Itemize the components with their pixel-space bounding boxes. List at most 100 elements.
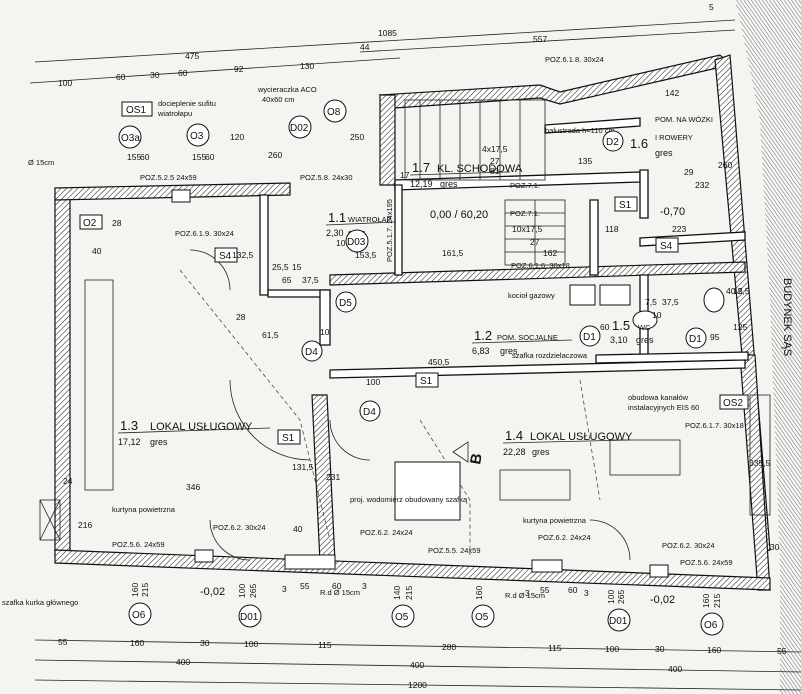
dim-557: 557 <box>533 34 547 44</box>
svg-text:161,5: 161,5 <box>442 248 464 258</box>
svg-text:280: 280 <box>442 642 456 652</box>
svg-text:S1: S1 <box>282 433 295 444</box>
svg-text:216: 216 <box>78 520 92 530</box>
svg-text:15: 15 <box>292 262 302 272</box>
svg-text:160: 160 <box>707 645 721 655</box>
room-1-3-label: 1.3 LOKAL USŁUGOWY 17,12 gres <box>117 418 271 447</box>
svg-text:60: 60 <box>140 152 150 162</box>
svg-text:O5: O5 <box>395 612 409 623</box>
room-finish: gres <box>532 447 550 457</box>
svg-text:O6: O6 <box>132 610 146 621</box>
label-obudowa-2: instalacyjnych EIS 60 <box>628 403 699 412</box>
svg-text:132,5: 132,5 <box>232 250 254 260</box>
element-tags: O3a O3 D02 O8 D03 D2 D5 D4 D4 D1 D1 S1 S… <box>79 99 724 636</box>
svg-text:215: 215 <box>404 586 414 600</box>
tag-d4a: D4 <box>301 340 323 362</box>
tag-d5: D5 <box>335 291 357 313</box>
annotations: OS1 docieplenie sufitu wiatrołapu wycier… <box>2 55 749 607</box>
svg-text:D1: D1 <box>689 334 702 345</box>
svg-text:O2: O2 <box>83 218 97 229</box>
svg-text:D01: D01 <box>240 612 259 623</box>
svg-text:D03: D03 <box>347 237 366 248</box>
neighbour-building: BUDYNEK SĄS <box>735 0 801 694</box>
poz-62b: POZ.6.2. 24x24 <box>360 528 413 537</box>
dim-top-3: 60 <box>178 68 188 78</box>
poz-7-1b: POZ.7.1. <box>510 209 540 218</box>
svg-text:24: 24 <box>63 476 73 486</box>
room-name-2: I ROWERY <box>655 133 693 142</box>
tag-s4a: S4 <box>214 247 238 263</box>
svg-text:D02: D02 <box>290 123 309 134</box>
tag-s1b: S1 <box>277 429 301 445</box>
svg-text:10: 10 <box>336 238 346 248</box>
label-rd-2: R.d Ø 15cm <box>505 591 545 600</box>
interior-dimensions: 142 260 120 250 155 60 155 60 28 40 132,… <box>63 88 780 598</box>
poz-619: POZ.6.1.9. 30x24 <box>175 229 234 238</box>
label-kociol: kocioł gazowy <box>508 291 555 300</box>
label-szafka-kurka: szafka kurka głównego <box>2 598 78 607</box>
tag-os2: OS2 <box>723 398 743 409</box>
poz-516: POZ.6.1.6. 30x18 <box>511 261 570 270</box>
tag-d1b: D1 <box>685 327 707 349</box>
poz-56a: POZ.5.6. 24x59 <box>112 540 165 549</box>
room-finish: gres <box>636 335 654 345</box>
svg-text:37,5: 37,5 <box>302 275 319 285</box>
svg-text:100: 100 <box>605 644 619 654</box>
label-rd-left: Ø 15cm <box>28 158 54 167</box>
room-name-1: POM. NA WÓZKI <box>655 115 713 124</box>
svg-text:S1: S1 <box>619 200 632 211</box>
poz-617: POZ.6.1.7. 30x18 <box>685 421 744 430</box>
svg-text:40,5: 40,5 <box>726 286 743 296</box>
svg-text:100: 100 <box>244 639 258 649</box>
svg-text:27: 27 <box>490 156 500 166</box>
room-1-6-label: 1.6 POM. NA WÓZKI I ROWERY gres <box>630 115 713 158</box>
svg-text:450,5: 450,5 <box>428 357 450 367</box>
room-name: LOKAL USŁUGOWY <box>150 421 253 433</box>
drawing-details <box>39 189 771 578</box>
room-1-7-label: 1.7 KL. SCHODOWA 12,19 gres <box>409 160 523 189</box>
room-finish: gres <box>655 148 673 158</box>
tag-s1a: S1 <box>415 372 439 388</box>
tag-o3: O3 <box>186 123 210 147</box>
svg-text:400: 400 <box>410 660 424 670</box>
svg-text:30: 30 <box>655 644 665 654</box>
dim-top-4: 92 <box>234 64 244 74</box>
room-area: 17,12 <box>118 437 141 447</box>
svg-text:D1: D1 <box>583 332 596 343</box>
poz-571: POZ.7.1. <box>510 181 540 190</box>
label-ocieplenie: docieplenie sufitu <box>158 99 216 108</box>
poz-62c: POZ.6.2. 24x24 <box>538 533 591 542</box>
svg-text:265: 265 <box>616 590 626 604</box>
svg-text:120: 120 <box>230 132 244 142</box>
label-kurtyna-2: kurtyna powietrzna <box>523 516 587 525</box>
svg-text:135: 135 <box>578 156 592 166</box>
svg-text:160: 160 <box>130 638 144 648</box>
svg-text:260: 260 <box>268 150 282 160</box>
room-area: 3,10 <box>610 335 628 345</box>
window-dimensions: 215 160 100 265 140 215 160 265 100 215 … <box>130 583 722 608</box>
svg-text:100: 100 <box>366 377 380 387</box>
level-right-upper: -0,70 <box>660 206 685 218</box>
room-number: 1.7 <box>412 160 430 175</box>
room-number: 1.2 <box>474 328 492 343</box>
level-stairs: 0,00 / 60,20 <box>430 209 488 221</box>
svg-text:81: 81 <box>490 166 500 176</box>
dim-top-2: 30 <box>150 70 160 80</box>
tag-s4b: S4 <box>655 237 679 253</box>
svg-text:55: 55 <box>300 581 310 591</box>
svg-text:160: 160 <box>474 586 484 600</box>
interior-partitions <box>259 117 749 379</box>
dim-total-top: 1085 <box>378 28 397 38</box>
svg-text:10x17,5: 10x17,5 <box>512 224 543 234</box>
room-finish: gres <box>440 179 458 189</box>
label-wycieraczka-dim: 40x60 cm <box>262 95 295 104</box>
svg-text:S4: S4 <box>660 241 673 252</box>
room-area: 2,30 <box>326 228 344 238</box>
svg-text:160: 160 <box>701 594 711 608</box>
tag-o3a: O3a <box>118 125 142 149</box>
svg-text:115: 115 <box>548 643 562 653</box>
level-bottom-right: -0,02 <box>650 594 675 606</box>
room-1-5-label: 1.5 WC 3,10 gres <box>610 318 654 345</box>
label-szafka-roz: szafka rozdzielaczowa <box>512 351 588 360</box>
svg-text:400: 400 <box>668 664 682 674</box>
